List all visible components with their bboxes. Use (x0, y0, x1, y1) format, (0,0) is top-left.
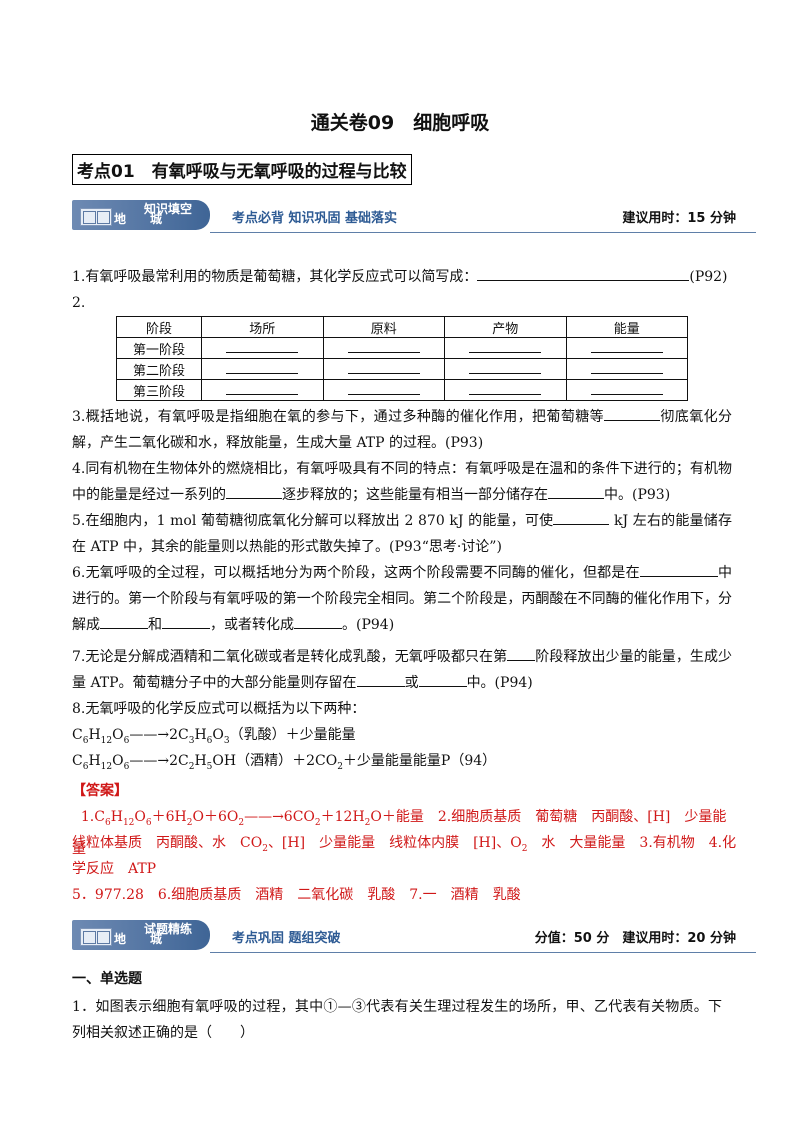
equation-alcohol: C6H12O6——→2C2H5OH（酒精）＋2CO2＋少量能量能量P（94） (72, 753, 497, 772)
banner-site-label: 地 城 (114, 212, 169, 226)
question-1: 1.有氧呼吸最常利用的物质是葡萄糖，其化学反应式可以简写成：(P92) (72, 264, 732, 290)
answer-blank (477, 264, 690, 281)
banner-divider (210, 952, 756, 953)
section-heading: 一、单选题 (72, 971, 142, 987)
equation-lactic: C6H12O6——→2C3H6O3（乳酸）＋少量能量 (72, 727, 356, 746)
section-banner-knowledge: 地 城 知识填空 考点必背 知识巩固 基础落实 建议用时：15 分钟 (72, 200, 756, 234)
banner-slogan: 考点必背 知识巩固 基础落实 (232, 211, 398, 226)
stage-table: 阶段 场所 原料 产物 能量 第一阶段 第二阶段 第三阶段 (116, 316, 688, 401)
banner-tag: 试题精练 (144, 922, 193, 936)
question-3: 3.概括地说，有氧呼吸是指细胞在氧的参与下，通过多种酶的催化作用，把葡萄糖等彻底… (72, 404, 732, 456)
question-4: 4.同有机物在生物体外的燃烧相比，有氧呼吸具有不同的特点：有氧呼吸是在温和的条件… (72, 461, 732, 503)
answer-line-4: 5．977.28 6.细胞质基质 酒精 二氧化碳 乳酸 7.一 酒精 乳酸 (72, 887, 521, 903)
question-8: 8.无氧呼吸的化学反应式可以概括为以下两种： (72, 701, 366, 717)
table-header-row: 阶段 场所 原料 产物 能量 (116, 316, 688, 338)
table-row: 第三阶段 (116, 379, 688, 401)
question-7: 7.无论是分解成酒精和二氧化碳或者是转化成乳酸，无氧呼吸都只在第阶段释放出少量的… (72, 644, 732, 696)
answer-line-3: 学反应 ATP (72, 861, 157, 877)
banner-slogan: 考点巩固 题组突破 (232, 931, 341, 946)
question-5: 5.在细胞内，1 mol 葡萄糖彻底氧化分解可以释放出 2 870 kJ 的能量… (72, 508, 732, 560)
book-icon (80, 208, 112, 226)
answer-line-2: 线粒体基质 丙酮酸、水 CO2、[H] 少量能量 线粒体内膜 [H]、O2 水 … (72, 835, 737, 854)
table-row: 第一阶段 (116, 337, 688, 359)
banner-tag: 知识填空 (144, 202, 193, 216)
mcq-1: 1．如图表示细胞有氧呼吸的过程，其中①—③代表有关生理过程发生的场所，甲、乙代表… (72, 999, 722, 1041)
book-icon (80, 928, 112, 946)
banner-time: 建议用时：15 分钟 (622, 211, 736, 226)
answer-line-1: 1.C6H12O6＋6H2O＋6O2——→6CO2＋12H2O＋能量 2.细胞质… (72, 809, 727, 857)
answer-heading: 【答案】 (72, 783, 128, 799)
banner-site-label: 地 城 (114, 932, 169, 946)
question-2: 2. (72, 295, 86, 311)
question-6: 6.无氧呼吸的全过程，可以概括地分为两个阶段，这两个阶段需要不同酶的催化，但都是… (72, 560, 732, 638)
table-row: 第二阶段 (116, 358, 688, 380)
section-banner-practice: 地 城 试题精练 考点巩固 题组突破 分值：50 分 建议用时：20 分钟 (72, 920, 756, 954)
page-title: 通关卷09 细胞呼吸 (310, 112, 490, 134)
topic-heading: 考点01 有氧呼吸与无氧呼吸的过程与比较 (72, 154, 412, 185)
banner-divider (210, 232, 756, 233)
banner-time: 分值：50 分 建议用时：20 分钟 (534, 931, 736, 946)
